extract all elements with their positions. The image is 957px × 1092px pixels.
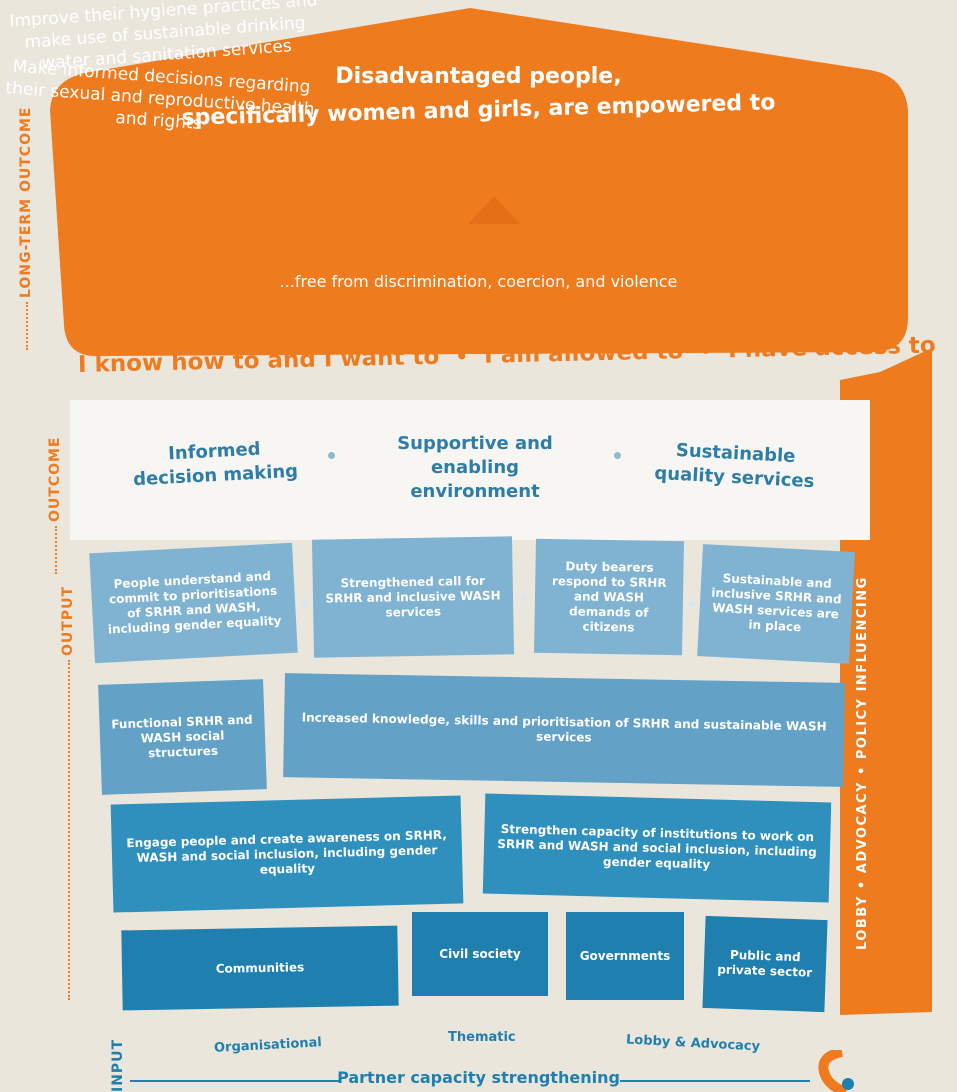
partner-capacity-line-left: [130, 1080, 340, 1082]
outcome-separator-dot: [328, 452, 335, 459]
outcome-panel: [70, 400, 870, 540]
side-dotted-line: [26, 302, 28, 350]
partner-capacity-text: Partner capacity strengthening: [337, 1068, 620, 1087]
side-label-outcome: OUTCOME: [47, 436, 63, 523]
output-separator-dot: [302, 600, 309, 607]
outcome-informed-decision-making: Informed decision making: [132, 438, 299, 491]
side-label-long-term-outcome: LONG-TERM OUTCOME: [18, 106, 34, 298]
outcome-supportive-environment: Supportive and enabling environment: [397, 433, 553, 502]
slogan-separator: •: [699, 338, 713, 363]
input-label-thematic: Thematic: [448, 1030, 516, 1045]
roof-shape: [50, 8, 908, 357]
target-box-governments: Governments: [566, 912, 684, 1000]
roof-bottom-text: ...free from discrimination, coercion, a…: [279, 272, 678, 291]
activity-box-engage-people: Engage people and create awareness on SR…: [110, 795, 464, 913]
output-separator-dot: [688, 600, 695, 607]
partner-capacity-line-right: [620, 1080, 810, 1082]
roof-title-line1: Disadvantaged people,: [335, 64, 622, 89]
output-separator-dot: [520, 594, 527, 601]
policy-bar-text: LOBBY • ADVOCACY • POLICY INFLUENCING: [855, 576, 870, 950]
side-dotted-line: [68, 660, 70, 1000]
outcome-sustainable-services: Sustainable quality services: [653, 439, 815, 493]
target-box-civil-society: Civil society: [412, 912, 548, 996]
outcome-separator-dot: [614, 452, 621, 459]
output-box-sustainable-services: Sustainable and inclusive SRHR and WASH …: [697, 544, 855, 664]
output-box-people-understand: People understand and commit to prioriti…: [89, 542, 298, 664]
output-box-strengthened-call: Strengthened call for SRHR and inclusive…: [311, 536, 515, 658]
side-dotted-line: [55, 526, 57, 574]
organisation-logo-icon: [818, 1050, 854, 1092]
slogan-part-allowed: I am allowed to: [483, 338, 684, 369]
target-box-communities: Communities: [121, 925, 399, 1011]
side-label-output: OUTPUT: [60, 586, 76, 656]
slogan-separator: •: [455, 344, 469, 369]
intermediate-box-increased-knowledge: Increased knowledge, skills and prioriti…: [283, 673, 845, 787]
output-box-duty-bearers: Duty bearers respond to SRHR and WASH de…: [534, 538, 684, 656]
target-box-public-private: Public and private sector: [702, 915, 828, 1013]
activity-box-strengthen-institutions: Strengthen capacity of institutions to w…: [482, 793, 832, 903]
intermediate-box-social-structures: Functional SRHR and WASH social structur…: [98, 679, 267, 795]
roof-triangle-icon: [468, 196, 520, 224]
slogan-part-access: I have access to: [727, 332, 936, 364]
